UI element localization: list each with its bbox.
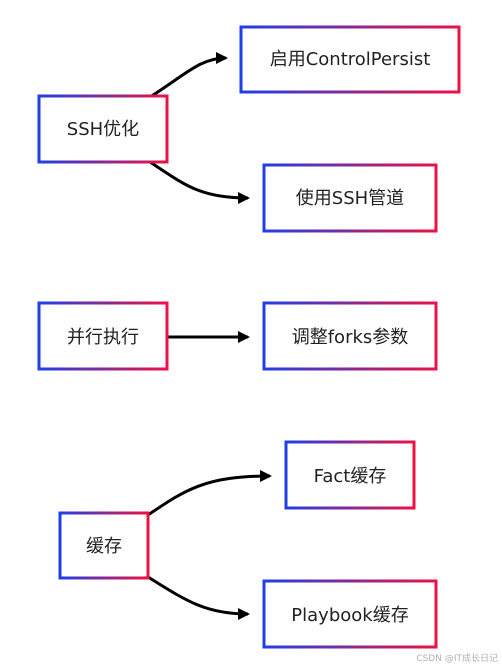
edge-cache-to-playbook (147, 575, 250, 620)
edge-cache-to-fact (147, 470, 272, 517)
node-playbook-cache: Playbook缓存 (262, 579, 438, 649)
node-forks-param: 调整forks参数 (262, 301, 438, 371)
node-control-persist: 启用ControlPersist (239, 25, 461, 94)
node-ssh-pipeline: 使用SSH管道 (262, 163, 438, 233)
node-playbook-cache-label: Playbook缓存 (291, 605, 408, 626)
node-cache: 缓存 (58, 511, 150, 580)
watermark-text: CSDN @IT成长日记 (416, 652, 498, 664)
node-ssh-pipeline-label: 使用SSH管道 (296, 188, 404, 209)
node-parallel-execution: 并行执行 (37, 301, 169, 371)
node-ssh-optimization: SSH优化 (37, 94, 169, 164)
edge-ssh-to-pipeline (149, 160, 250, 204)
node-parallel-execution-label: 并行执行 (67, 327, 139, 348)
node-fact-cache-label: Fact缓存 (314, 466, 387, 487)
node-fact-cache: Fact缓存 (284, 440, 416, 510)
node-ssh-optimization-label: SSH优化 (67, 119, 139, 140)
node-cache-label: 缓存 (86, 536, 122, 557)
edge-ssh-to-controlpersist (149, 52, 228, 99)
node-forks-param-label: 调整forks参数 (292, 327, 409, 348)
node-control-persist-label: 启用ControlPersist (270, 49, 431, 70)
